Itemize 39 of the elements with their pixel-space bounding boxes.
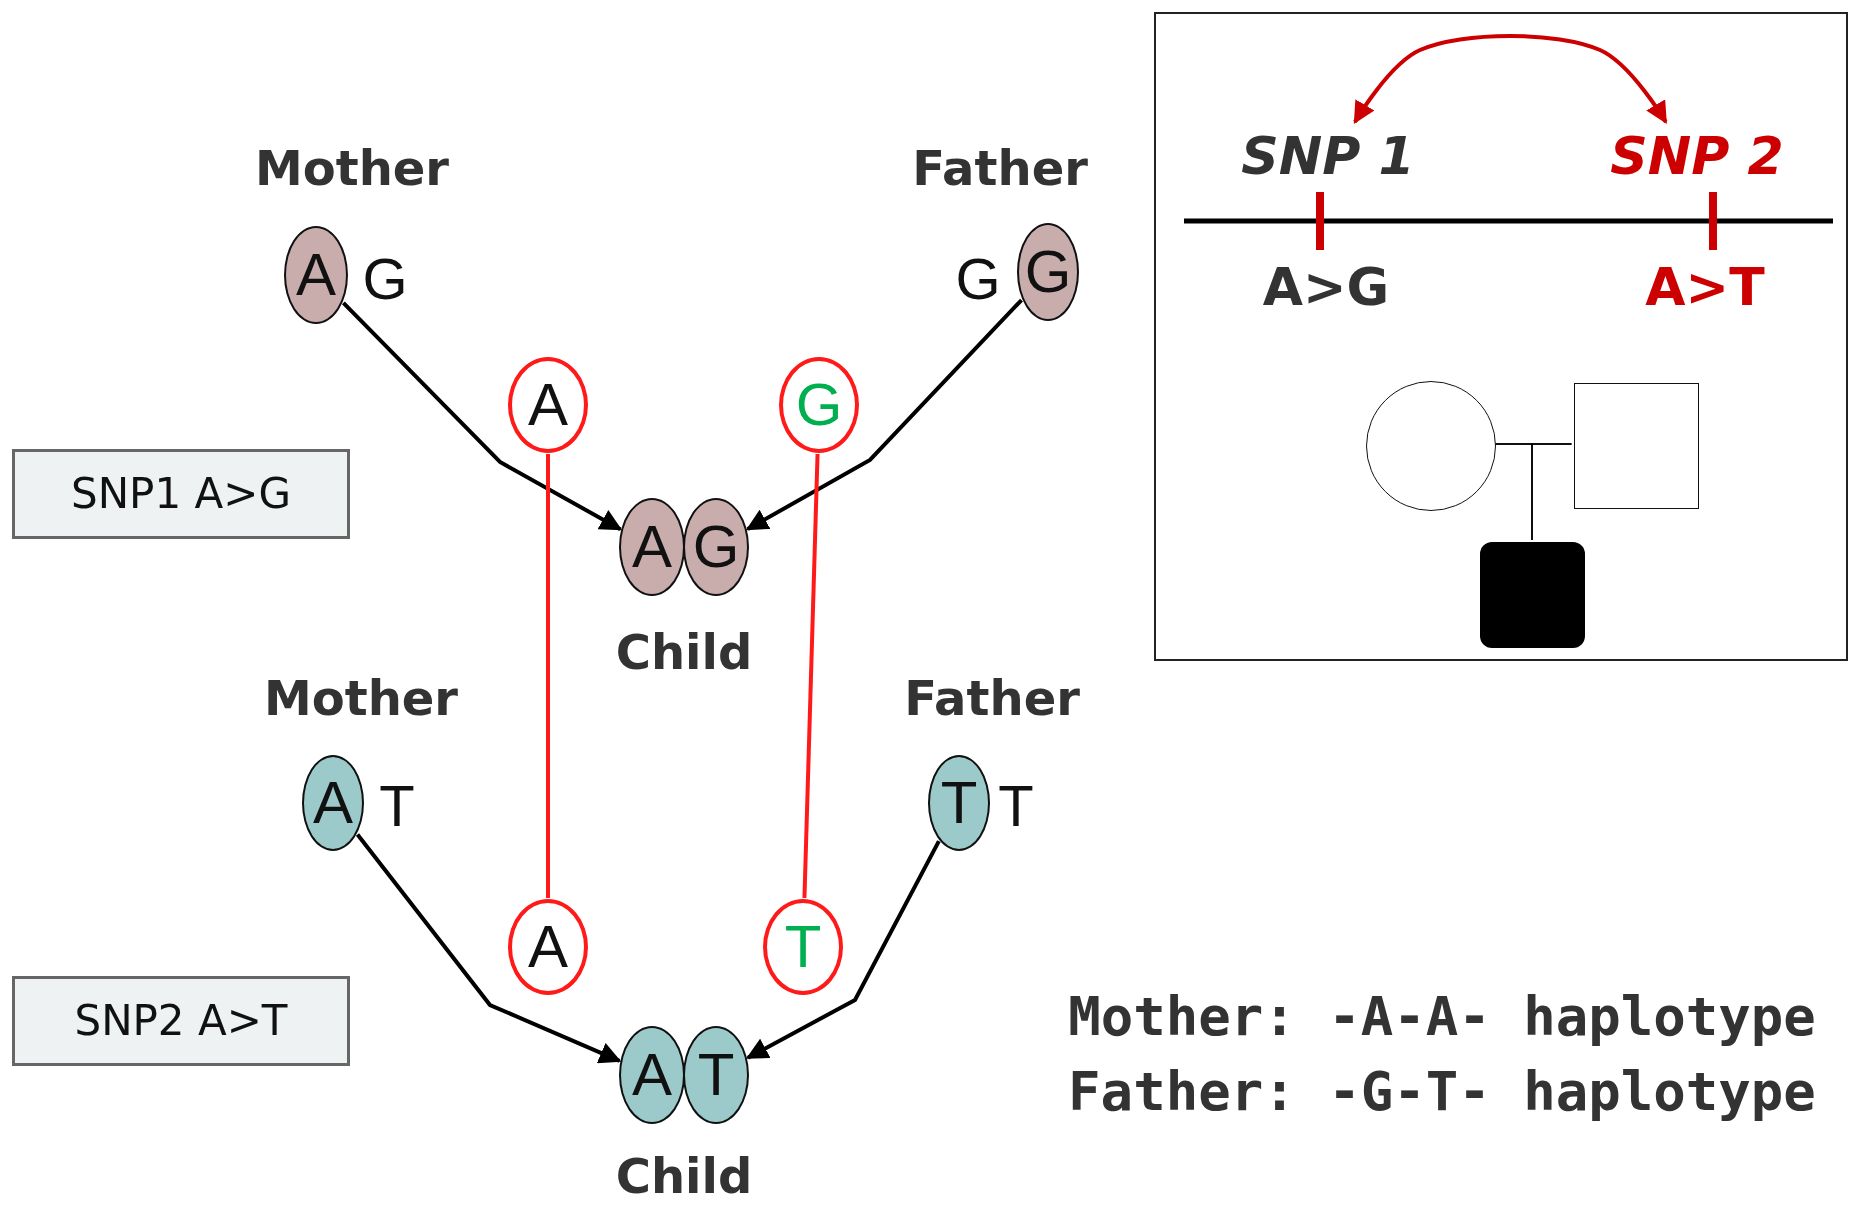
allele-letter: A — [632, 517, 672, 577]
parent-label: Father — [904, 670, 1080, 726]
male-square — [1573, 383, 1699, 509]
allele-letter: T — [379, 771, 415, 839]
allele-letter: T — [784, 917, 822, 977]
allele-letter: G — [692, 517, 740, 577]
child-label: Child — [615, 624, 753, 680]
allele-letter: T — [998, 771, 1034, 839]
allele-change: A>T — [1645, 257, 1765, 317]
inset-frame — [1154, 12, 1848, 661]
snp-label: SNP2 A>T — [74, 1000, 288, 1042]
allele-letter: A — [313, 773, 353, 833]
connector-line — [546, 454, 550, 898]
allele-letter: A — [528, 917, 568, 977]
parent-label: Mother — [263, 670, 459, 726]
connector-line — [1531, 443, 1573, 541]
snp-label: SNP1 A>G — [71, 473, 291, 515]
child-label: Child — [615, 1148, 753, 1204]
affected-son-square — [1480, 542, 1585, 648]
snp-label-box — [12, 449, 350, 539]
allele-change: A>G — [1262, 257, 1390, 317]
parent-label: Mother — [254, 140, 450, 196]
arrow — [1353, 33, 1668, 124]
allele-letter: T — [697, 1045, 735, 1105]
allele-letter: G — [795, 375, 843, 435]
snp-name: SNP 1 — [1233, 124, 1423, 188]
parent-label: Father — [912, 140, 1088, 196]
allele-letter: A — [296, 245, 336, 305]
haplotype-text: Mother: -A-A- haplotype — [1068, 984, 1816, 1048]
connector-line — [802, 453, 820, 899]
allele-letter: A — [632, 1045, 672, 1105]
snp-name: SNP 2 — [1602, 124, 1792, 188]
allele-letter: G — [1024, 242, 1072, 302]
allele-letter: G — [362, 244, 408, 312]
allele-letter: G — [955, 244, 1001, 312]
allele-letter: A — [528, 375, 568, 435]
snp-label-box — [12, 976, 350, 1066]
allele-letter: T — [940, 773, 978, 833]
haplotype-text: Father: -G-T- haplotype — [1068, 1059, 1816, 1123]
